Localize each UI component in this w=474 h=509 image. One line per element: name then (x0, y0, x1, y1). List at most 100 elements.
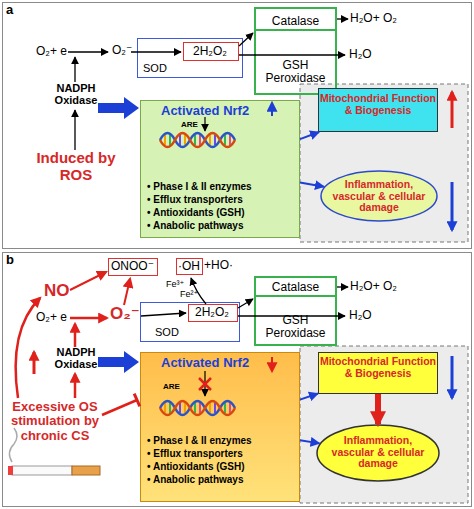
reaction-arrow (70, 272, 106, 290)
reaction-arrow (74, 324, 77, 347)
reaction-arrow (337, 286, 348, 287)
decrease-arrow (451, 356, 454, 398)
species-label: H₂O (349, 309, 372, 322)
bullet-item: • Efflux transporters (147, 448, 243, 459)
stimulation-arrow (16, 298, 40, 398)
reaction-arrow (239, 54, 345, 55)
ion-label: Fe²⁺ (180, 290, 198, 300)
enzyme-name: Catalase (256, 281, 335, 294)
inhibition-bar (134, 394, 140, 407)
effect-arrow (300, 440, 320, 443)
outcome-text: Mitochondrial Function & Biogenesis (319, 93, 437, 116)
stimulus-label: Induced by ROS (30, 150, 122, 183)
enzyme-box: CatalaseGSH Peroxidase (254, 276, 337, 346)
bullet-item: • Efflux transporters (147, 194, 243, 205)
effect-arrow (375, 394, 381, 424)
reaction-arrow (141, 313, 186, 316)
dashed-panel (300, 346, 468, 503)
panel-letter: b (6, 253, 14, 267)
stimulation-arrow (74, 374, 77, 398)
panel-frame: bONOO⁻ ·OH SOD 2H₂O₂ CatalaseGSH PeroxidaseA… (2, 252, 472, 507)
reaction-arrow (238, 315, 345, 316)
effect-arrow (300, 183, 324, 187)
element-label: ARE (181, 121, 198, 130)
product-box: 2H₂O₂ (188, 304, 238, 322)
product-box: ONOO⁻ (108, 258, 158, 276)
species-name: ·OH (177, 260, 201, 273)
enzyme-label: NADPH Oxidase (45, 346, 107, 370)
dashed-panel (300, 84, 468, 242)
effect-arrow (300, 394, 318, 400)
bullet-item: • Phase I & II enzymes (147, 435, 252, 446)
outcome-ellipse: Inflammation, vascular & cellular damage (320, 170, 438, 222)
decrease-arrow (451, 182, 454, 230)
block-cross (199, 378, 211, 390)
species-label: NO (44, 282, 70, 301)
pathway-box: Activated Nrf2ARE • Phase I & II enzymes •… (140, 100, 300, 238)
outcome-text: Inflammation, vascular & cellular damage (328, 435, 428, 470)
pathway-box: Activated Nrf2ARE• Phase I & II enzymes•… (140, 352, 300, 502)
species-label: +HO· (204, 259, 233, 272)
panel-frame: aSOD 2H₂O₂ CatalaseGSH PeroxidaseActivated… (2, 2, 472, 249)
cigarette-illustration (8, 428, 100, 475)
binding-arrow (204, 117, 205, 131)
bullet-item: • Anabolic pathways (147, 220, 243, 231)
effect-arrow (300, 132, 319, 139)
reaction-arrow (238, 299, 253, 308)
enzyme-name: GSH Peroxidase (256, 314, 335, 340)
increase-arrow (271, 103, 273, 116)
enzyme-box: SOD 2H₂O₂ (137, 38, 243, 78)
reaction-arrow (124, 279, 130, 305)
species-name: ONOO⁻ (109, 260, 156, 273)
bullet-item: • Antioxidants (GSH) (147, 461, 245, 472)
reaction-arrow (70, 317, 107, 320)
reaction-arrow (337, 18, 348, 19)
increase-arrow (451, 92, 454, 128)
outcome-box: Mitochondrial Function & Biogenesis (318, 352, 438, 394)
dna-illustration (160, 401, 235, 415)
species-name: 2H₂O₂ (189, 306, 236, 319)
block-cross (199, 378, 211, 390)
species-label: O₂⁻ (110, 305, 140, 324)
enzyme-label: NADPH Oxidase (45, 82, 107, 106)
species-label: O₂+ e (36, 311, 67, 324)
product-box: ·OH (176, 258, 203, 275)
induction-arrow (74, 110, 75, 150)
enzyme-name: Catalase (256, 15, 335, 28)
pathway-title: Activated Nrf2 (161, 104, 249, 118)
enzyme-name: SOD (143, 62, 167, 74)
reaction-arrow (131, 51, 181, 52)
species-label: O₂⁻ (112, 44, 132, 57)
activation-arrow (98, 97, 139, 119)
species-label: H₂O (349, 48, 372, 61)
binding-arrow (204, 371, 205, 396)
stimulus-label: Excessive OS stimulation by chronic CS (2, 400, 108, 443)
outcome-ellipse: Inflammation, vascular & cellular damage (316, 424, 440, 482)
enzyme-name: SOD (155, 326, 179, 338)
bullet-item: • Antioxidants (GSH) (147, 207, 245, 218)
reaction-arrow (68, 51, 108, 52)
enzyme-name: GSH Peroxidase (256, 59, 335, 85)
outcome-text: Inflammation, vascular & cellular damage (330, 179, 428, 214)
bullet-item: • Phase I & II enzymes (147, 181, 252, 192)
species-label: H₂O+ O₂ (350, 12, 397, 25)
pathway-title: Activated Nrf2 (161, 356, 249, 370)
activation-arrow (98, 351, 139, 373)
decrease-arrow (271, 357, 273, 371)
enzyme-box: CatalaseGSH Peroxidase (254, 7, 337, 95)
inhibition-line (102, 400, 137, 415)
box-divider (254, 29, 337, 31)
reaction-arrow (239, 33, 253, 46)
increase-arrow (33, 352, 36, 374)
outcome-box: Mitochondrial Function & Biogenesis (318, 88, 438, 132)
panel-letter: a (6, 3, 13, 17)
box-divider (254, 295, 337, 297)
species-name: 2H₂O₂ (184, 45, 237, 58)
ion-label: Fe³⁺ (166, 280, 184, 290)
species-label: H₂O+ O₂ (350, 280, 397, 293)
outcome-text: Mitochondrial Function & Biogenesis (319, 356, 437, 379)
enzyme-box: SOD 2H₂O₂ (140, 302, 240, 342)
reaction-arrow (74, 57, 75, 82)
dna-illustration (160, 133, 235, 147)
